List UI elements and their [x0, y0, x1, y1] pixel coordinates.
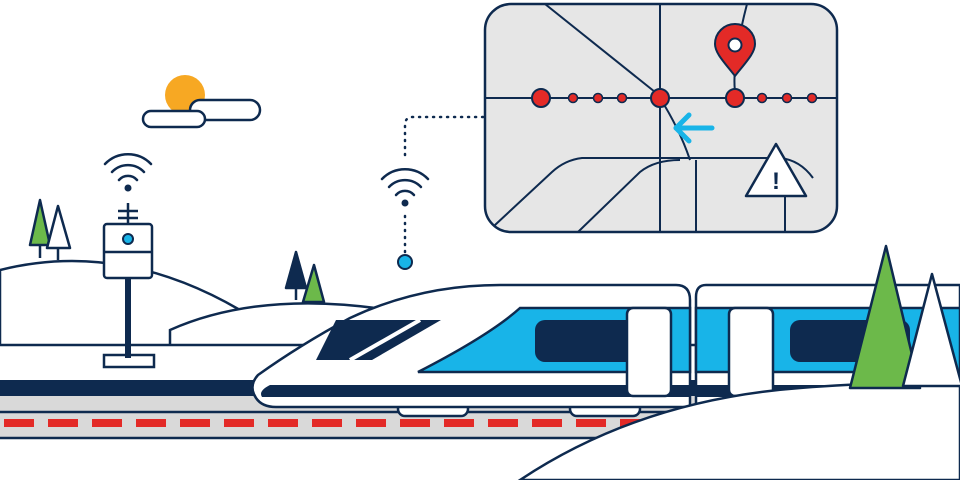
train-door [625, 306, 673, 398]
station-minor [756, 92, 768, 104]
rail-red-marker [224, 419, 254, 427]
wifi-signal-icon [103, 153, 153, 192]
tree-right-white [901, 272, 960, 388]
rail-red-marker [92, 419, 122, 427]
station-minor [781, 92, 793, 104]
map-road [577, 159, 681, 232]
tree-left-white [45, 204, 72, 260]
rail-red-marker [576, 419, 606, 427]
left-arrow-icon [673, 112, 715, 144]
rail-red-marker [268, 419, 298, 427]
rail-red-marker [180, 419, 210, 427]
station-major [650, 88, 670, 108]
station-minor [616, 92, 628, 104]
train-door [727, 306, 775, 398]
trackside-wifi-pole [102, 203, 156, 369]
tree-middle-green [301, 263, 326, 304]
route-stations [531, 88, 818, 108]
rail-red-marker [48, 419, 78, 427]
location-pin-icon [713, 23, 757, 78]
rail-red-marker [400, 419, 430, 427]
train-wifi-signal-icon [380, 168, 430, 207]
map-road [544, 4, 661, 97]
rail-red-marker [444, 419, 474, 427]
rail-red-marker [136, 419, 166, 427]
warning-symbol: ! [772, 168, 780, 195]
rail-red-marker [312, 419, 342, 427]
train-front-underline [261, 385, 690, 397]
rail-red-marker [356, 419, 386, 427]
tree-middle-navy [284, 250, 308, 300]
rail-red-marker [488, 419, 518, 427]
station-minor [567, 92, 579, 104]
signal-endpoint-dot [397, 254, 413, 270]
station-major [531, 88, 551, 108]
rail-red-marker [532, 419, 562, 427]
cloud-icon [141, 98, 262, 129]
rail-red-marker [4, 419, 34, 427]
train-front-windshield [316, 320, 441, 360]
map-road [494, 157, 814, 226]
warning-triangle-icon: ! [744, 142, 808, 198]
train-window [535, 320, 650, 362]
map-panel: ! [483, 2, 839, 234]
tree-left-green [28, 198, 52, 258]
station-minor [806, 92, 818, 104]
train-windshield-stripe [349, 318, 421, 362]
tree-right-green [848, 244, 922, 390]
signal-dotted-link-to-map [403, 115, 487, 157]
station-major [725, 88, 745, 108]
station-minor [592, 92, 604, 104]
